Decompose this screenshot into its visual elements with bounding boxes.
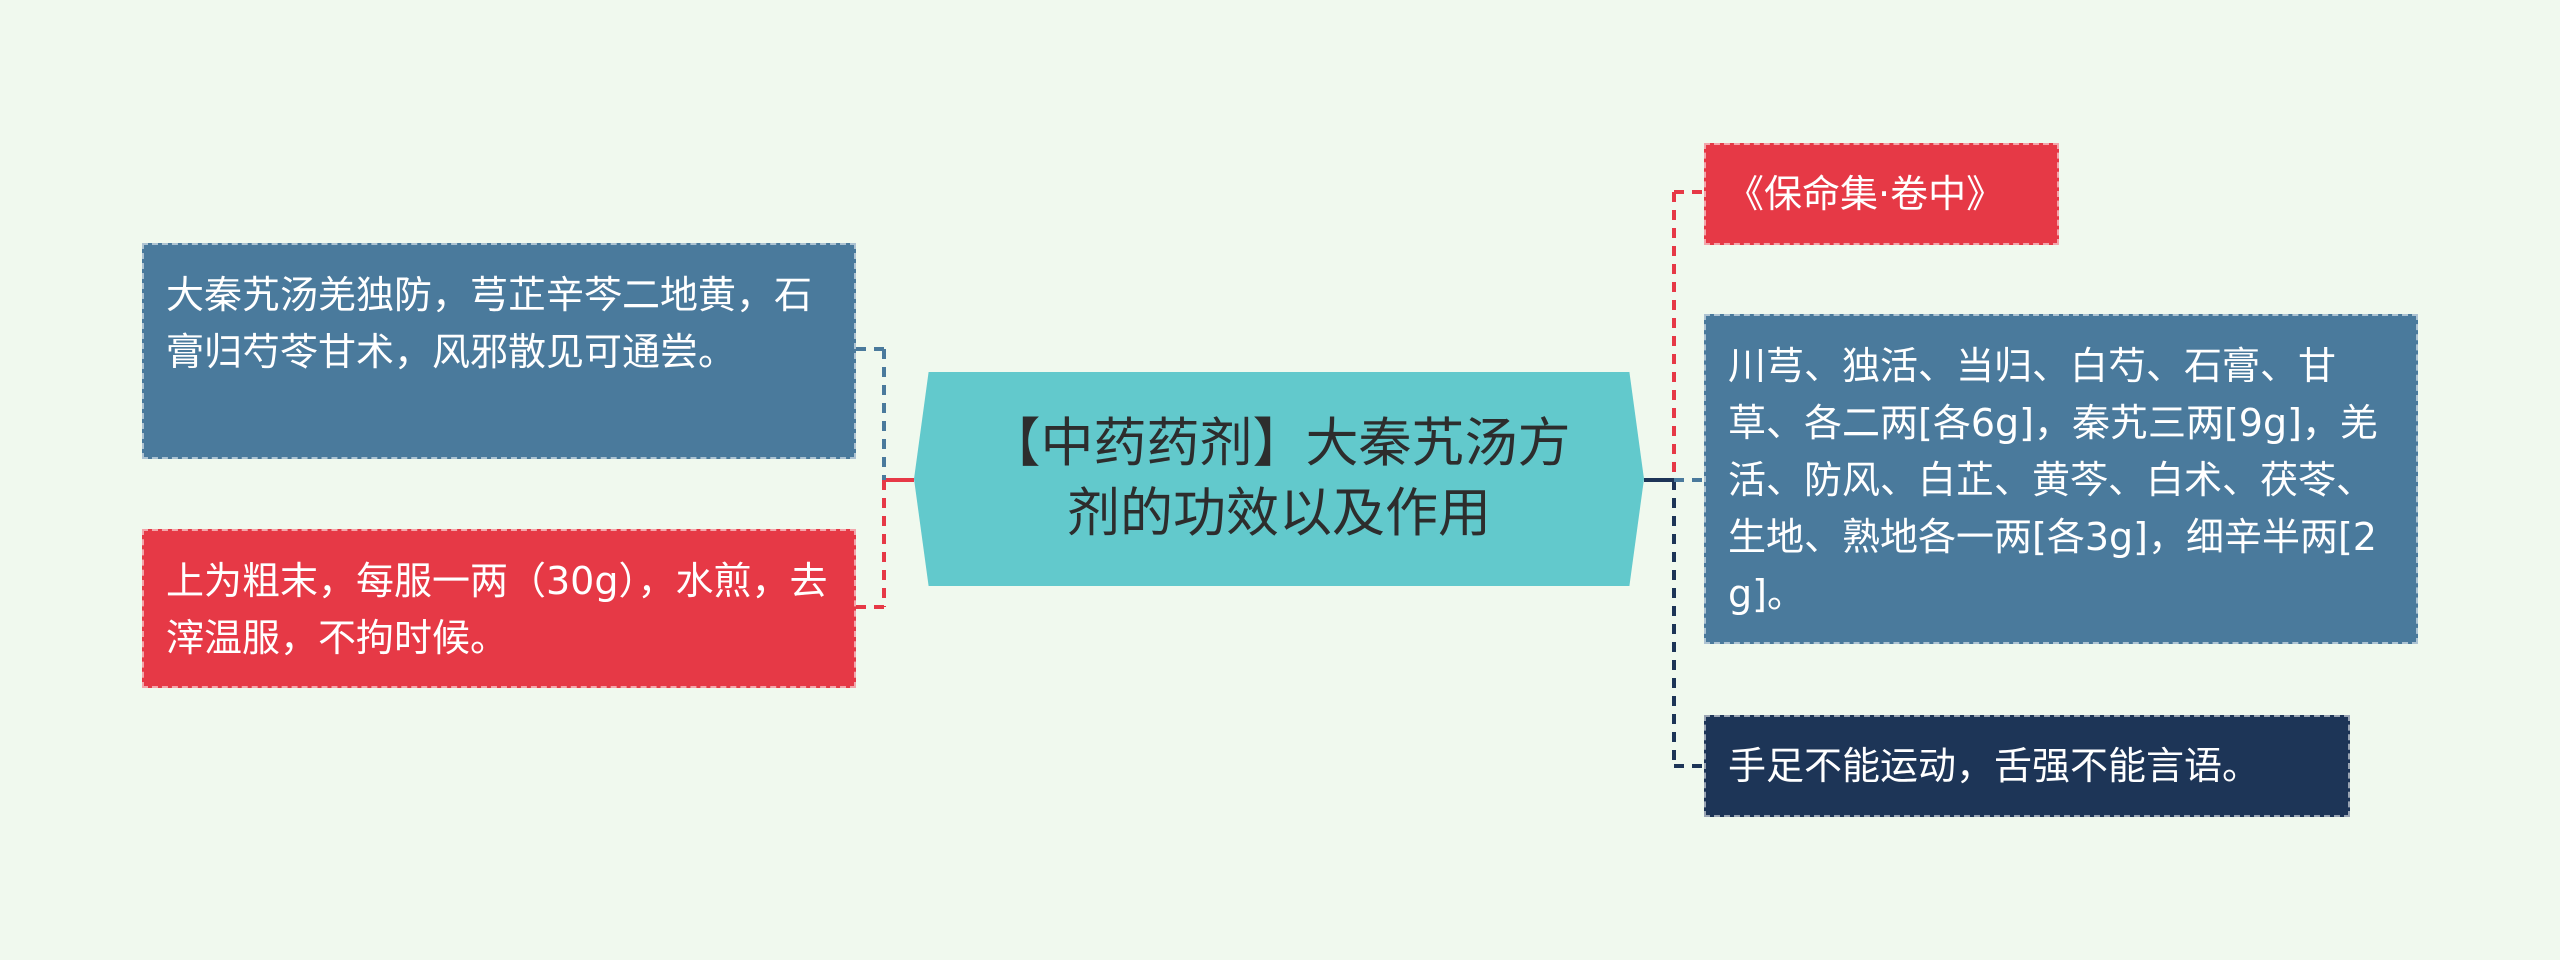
formula-verse-node[interactable]: 大秦艽汤羌独防，芎芷辛芩二地黄，石膏归芍苓甘术，风邪散见可通尝。: [142, 243, 856, 459]
formula-verse-text: 大秦艽汤羌独防，芎芷辛芩二地黄，石膏归芍苓甘术，风邪散见可通尝。: [166, 273, 813, 374]
source-node[interactable]: 《保命集·卷中》: [1704, 143, 2059, 245]
usage-method-text: 上为粗末，每服一两（30g），水煎，去滓温服，不拘时候。: [166, 559, 828, 660]
ingredients-text: 川芎、独活、当归、白芍、石膏、甘草、各二两[各6g]，秦艽三两[9g]，羌活、防…: [1728, 344, 2378, 616]
usage-method-node[interactable]: 上为粗末，每服一两（30g），水煎，去滓温服，不拘时候。: [142, 529, 856, 688]
ingredients-node[interactable]: 川芎、独活、当归、白芍、石膏、甘草、各二两[各6g]，秦艽三两[9g]，羌活、防…: [1704, 314, 2418, 644]
central-topic-node[interactable]: 【中药药剂】大秦艽汤方剂的功效以及作用: [914, 372, 1644, 586]
indication-text: 手足不能运动，舌强不能言语。: [1728, 743, 2261, 788]
central-topic-text: 【中药药剂】大秦艽汤方剂的功效以及作用: [987, 413, 1571, 544]
indication-node[interactable]: 手足不能运动，舌强不能言语。: [1704, 715, 2350, 817]
source-text: 《保命集·卷中》: [1726, 171, 2005, 216]
